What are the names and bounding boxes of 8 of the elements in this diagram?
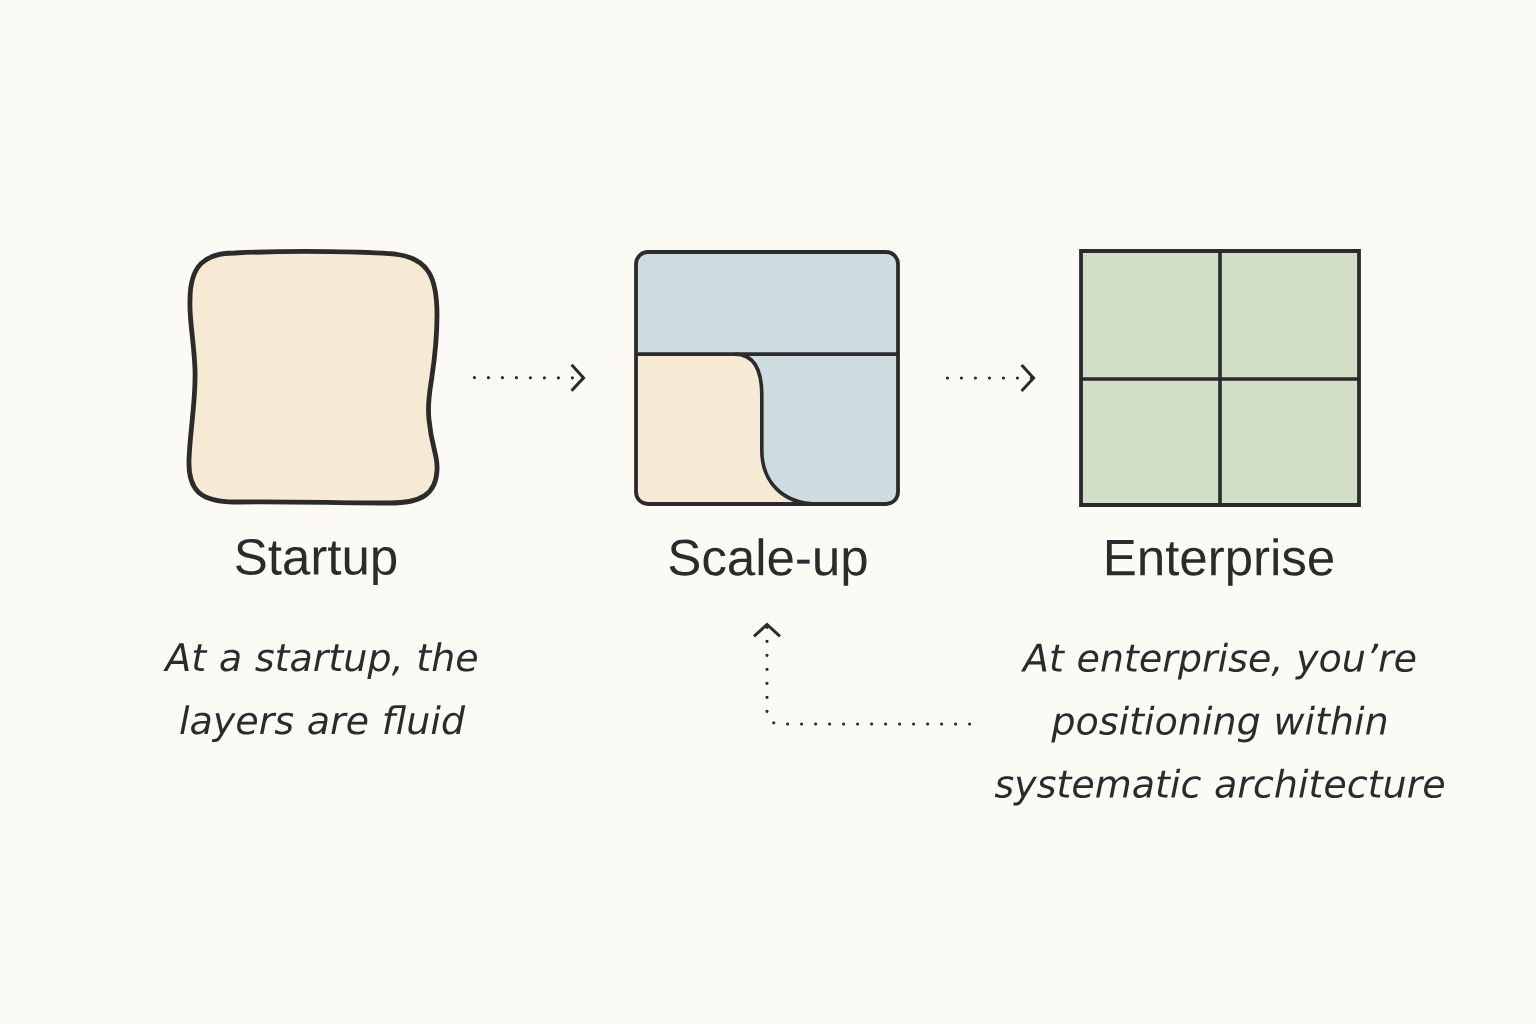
dotted-arrow <box>472 363 586 392</box>
handwritten-caption: At a startup, the layers are fluid <box>163 642 477 742</box>
stage-label: Startup <box>236 538 397 586</box>
stage-label: Enterprise <box>1106 538 1333 586</box>
handwritten-note: At enterprise, you’re positioning within systematic architecture <box>994 642 1444 806</box>
dotted-arrow <box>753 622 972 726</box>
dotted-arrow <box>945 364 1036 393</box>
stage-label: Scale-up <box>669 538 867 586</box>
